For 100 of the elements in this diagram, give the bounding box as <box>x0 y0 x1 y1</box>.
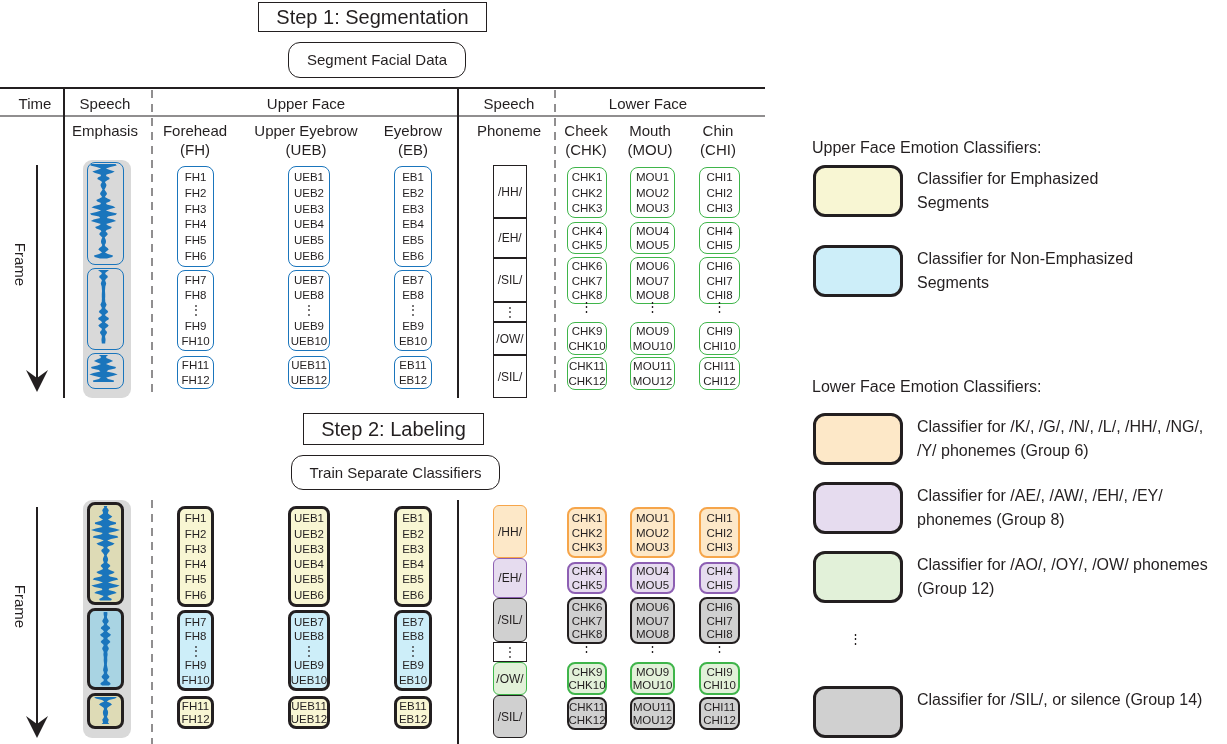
segment-group <box>288 270 330 351</box>
frame-label: CHK7 <box>571 614 603 627</box>
segment-group <box>630 167 675 218</box>
frame-label: EB4 <box>402 218 424 231</box>
phoneme-label: /HH/ <box>498 525 522 538</box>
segment-group <box>699 222 740 254</box>
segment-group <box>177 356 214 389</box>
frame-label: UEB2 <box>293 527 324 540</box>
segment-group <box>177 506 214 607</box>
phoneme-cell <box>493 662 527 695</box>
phoneme-cell <box>493 302 527 322</box>
frame-label: CHI11 <box>703 360 736 373</box>
frame-label: CHK11 <box>568 360 606 373</box>
phoneme-label: /SIL/ <box>497 274 523 286</box>
frame-label: MOU1 <box>635 511 670 524</box>
frame-label: EB11 <box>399 700 427 712</box>
frame-label: CHK10 <box>568 339 606 352</box>
frame-label: EB9 <box>402 659 424 671</box>
phoneme-cell <box>493 505 527 558</box>
ellipsis-mark: ⋮ <box>578 300 594 313</box>
frame-label: CHK6 <box>571 600 603 613</box>
segment-group <box>177 166 214 267</box>
frame-label: FH9 <box>184 319 207 332</box>
frame-label: EB1 <box>402 512 424 525</box>
frame-label: ⋮ <box>407 644 419 657</box>
phoneme-cell <box>493 355 527 398</box>
column-header: Time <box>17 94 53 113</box>
frame-label: UEB12 <box>290 713 328 725</box>
phoneme-cell <box>493 218 527 258</box>
frame-label: UEB5 <box>293 234 324 247</box>
frame-label: EB8 <box>402 289 424 302</box>
segment-group <box>630 662 675 695</box>
segment-group <box>567 597 607 644</box>
legend-heading: Lower Face Emotion Classifiers: <box>812 377 1043 396</box>
segment-group <box>630 357 675 390</box>
frame-label: CHI8 <box>706 628 733 641</box>
frame-label: EB3 <box>402 542 424 555</box>
frame-label: EB4 <box>402 558 424 571</box>
frame-label: FH1 <box>184 512 207 525</box>
frame-label: CHI8 <box>706 288 733 301</box>
frame-label: FH10 <box>181 673 210 686</box>
segment-group <box>177 696 214 729</box>
frame-label: FH3 <box>184 202 207 215</box>
frame-label: CHI10 <box>703 339 736 352</box>
segment-group <box>630 697 675 730</box>
frame-label: CHI10 <box>703 679 736 692</box>
phoneme-label: ⋮ <box>504 646 516 658</box>
frame-label: EB2 <box>402 186 424 199</box>
legend-text: Classifier for Non-Emphasized Segments <box>917 249 1135 293</box>
phoneme-cell <box>493 258 527 302</box>
segment-group <box>177 270 214 351</box>
frame-label: UEB4 <box>293 558 324 571</box>
frame-label: FH3 <box>184 542 207 555</box>
frame-label: CHK6 <box>571 260 603 273</box>
frame-label: CHI12 <box>703 374 736 387</box>
frame-label: CHI9 <box>706 665 733 678</box>
segment-group <box>394 696 432 729</box>
frame-label: FH7 <box>184 274 207 287</box>
step-title: Step 1: Segmentation <box>276 6 469 28</box>
frame-label: FH8 <box>184 630 207 642</box>
step-label-frame <box>288 42 466 78</box>
frame-label: CHK3 <box>571 201 603 214</box>
frame-label: FH7 <box>184 615 207 628</box>
column-header: Speech <box>482 94 536 113</box>
column-header: Eyebrow (EB) <box>382 121 444 159</box>
segment-group <box>630 322 675 355</box>
segment-group <box>699 167 740 218</box>
segment-group <box>288 696 330 729</box>
phoneme-label: /SIL/ <box>497 710 523 723</box>
frame-label: UEB11 <box>291 700 327 712</box>
segment-group <box>699 357 740 390</box>
phoneme-label: /EH/ <box>498 572 522 584</box>
frame-label: EB6 <box>402 588 424 601</box>
frame-label: EB12 <box>398 373 428 386</box>
legend-text: Classifier for Emphasized Segments <box>917 169 1100 213</box>
frame-label: MOU2 <box>635 186 670 199</box>
frame-label: FH6 <box>184 588 207 601</box>
segment-group <box>699 322 740 355</box>
frame-label: UEB6 <box>293 588 324 601</box>
phoneme-cell <box>493 598 527 642</box>
frame-label: MOU7 <box>635 274 670 287</box>
frame-label: MOU10 <box>632 679 673 692</box>
frame-label: FH11 <box>181 700 210 712</box>
frame-label: MOU10 <box>632 339 673 352</box>
step-title-frame <box>303 413 484 445</box>
frame-label: CHK12 <box>568 374 606 387</box>
frame-label: CHI7 <box>706 614 733 627</box>
segment-group <box>288 356 330 389</box>
segment-group <box>699 507 740 558</box>
legend-text: Classifier for /SIL/, or silence (Group 14) <box>917 690 1204 710</box>
segment-group <box>288 166 330 267</box>
frame-label: MOU8 <box>635 288 670 301</box>
frame-label: MOU12 <box>632 714 673 727</box>
frame-label: CHK3 <box>571 541 603 554</box>
frame-label: CHI4 <box>706 565 733 578</box>
frame-label: ⋮ <box>303 644 315 657</box>
legend-text: Classifier for /K/, /G/, /N/, /L/, /HH/, /NG/, /Y/ phonemes (Group 6) <box>917 417 1205 461</box>
phoneme-label: /SIL/ <box>497 370 523 383</box>
column-header: Upper Eyebrow (UEB) <box>253 121 359 159</box>
frame-label: MOU4 <box>635 565 670 578</box>
